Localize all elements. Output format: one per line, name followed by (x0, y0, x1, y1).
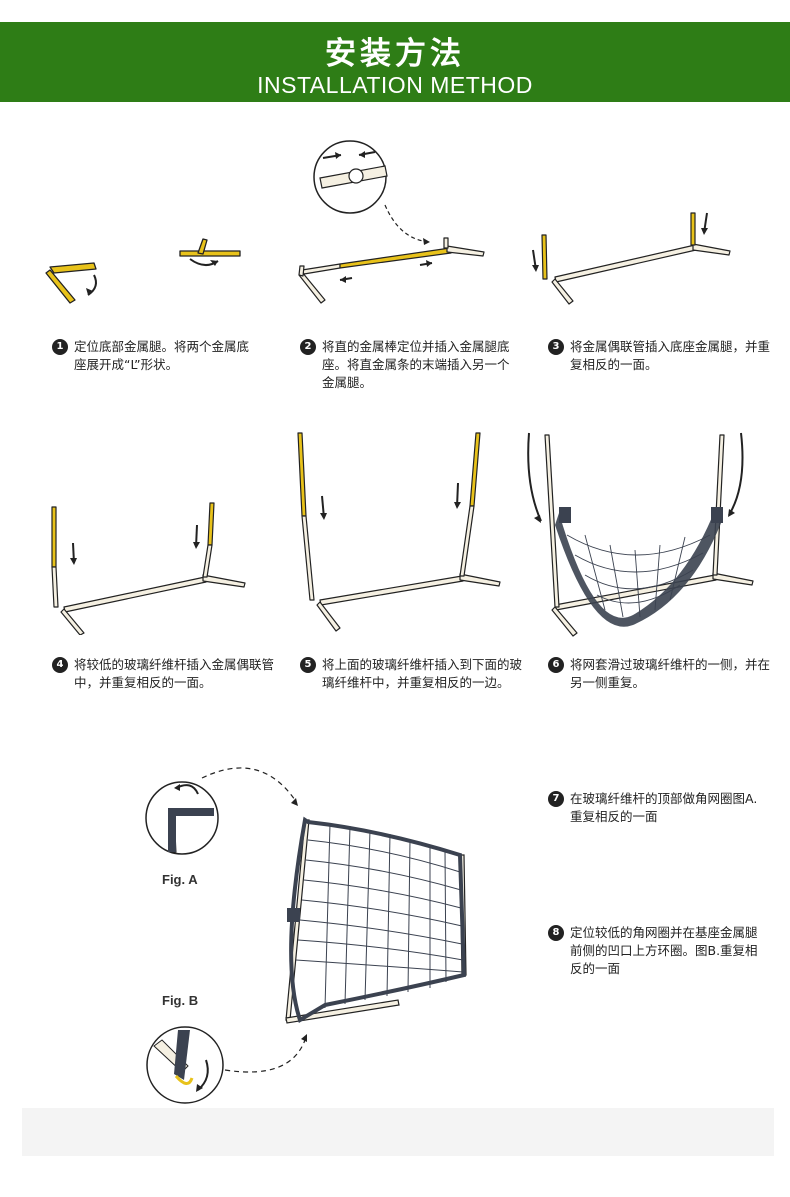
fig-a-label: Fig. A (162, 872, 198, 887)
step-1-number: 1 (52, 339, 68, 355)
step1-illustration (45, 238, 241, 304)
step4-illustration (51, 502, 246, 635)
step-5-text: 将上面的玻璃纤维杆插入到下面的玻璃纤维杆中，并重复相反的一边。 (322, 657, 523, 690)
footer-band (22, 1108, 774, 1156)
step-7-number: 7 (548, 791, 564, 807)
step6-illustration (527, 432, 754, 637)
step-3-text: 将金属偶联管插入底座金属腿，并重复相反的一面。 (570, 339, 771, 372)
step7-8-illustration (145, 767, 467, 1104)
fig-b-label: Fig. B (162, 993, 199, 1008)
page-subtitle: INSTALLATION METHOD (257, 72, 533, 98)
step5-illustration (297, 432, 501, 632)
step-2-text: 将直的金属棒定位并插入金属腿底座。将直金属条的末端插入另一个金属腿。 (322, 339, 510, 390)
step-5-number: 5 (300, 657, 316, 673)
step-4-text: 将较低的玻璃纤维杆插入金属偶联管中，并重复相反的一面。 (74, 657, 275, 690)
step-7-caption: 7 在玻璃纤维杆的顶部做角网圈图A.重复相反的一面 (548, 790, 758, 826)
header-banner: 安装方法 INSTALLATION METHOD (0, 22, 790, 102)
step-4-caption: 4 将较低的玻璃纤维杆插入金属偶联管中，并重复相反的一面。 (52, 656, 274, 692)
step-1-text: 定位底部金属腿。将两个金属底座展开成“L”形状。 (74, 339, 250, 372)
step-4-number: 4 (52, 657, 68, 673)
step-6-number: 6 (548, 657, 564, 673)
step-6-caption: 6 将网套滑过玻璃纤维杆的一侧，并在另一侧重复。 (548, 656, 770, 692)
step-2-caption: 2 将直的金属棒定位并插入金属腿底座。将直金属条的末端插入另一个金属腿。 (300, 338, 510, 392)
step-8-number: 8 (548, 925, 564, 941)
step3-illustration (532, 212, 731, 305)
step-1-caption: 1 定位底部金属腿。将两个金属底座展开成“L”形状。 (52, 338, 257, 374)
step2-illustration (298, 140, 485, 304)
step-2-number: 2 (300, 339, 316, 355)
step-3-number: 3 (548, 339, 564, 355)
step-6-text: 将网套滑过玻璃纤维杆的一侧，并在另一侧重复。 (570, 657, 771, 690)
step-3-caption: 3 将金属偶联管插入底座金属腿，并重复相反的一面。 (548, 338, 770, 374)
step-8-text: 定位较低的角网圈并在基座金属腿前侧的凹口上方环圈。图B.重复相反的一面 (570, 925, 758, 976)
step-8-caption: 8 定位较低的角网圈并在基座金属腿前侧的凹口上方环圈。图B.重复相反的一面 (548, 924, 758, 978)
step-5-caption: 5 将上面的玻璃纤维杆插入到下面的玻璃纤维杆中，并重复相反的一边。 (300, 656, 522, 692)
page-title: 安装方法 (325, 36, 465, 72)
step-7-text: 在玻璃纤维杆的顶部做角网圈图A.重复相反的一面 (570, 791, 758, 824)
